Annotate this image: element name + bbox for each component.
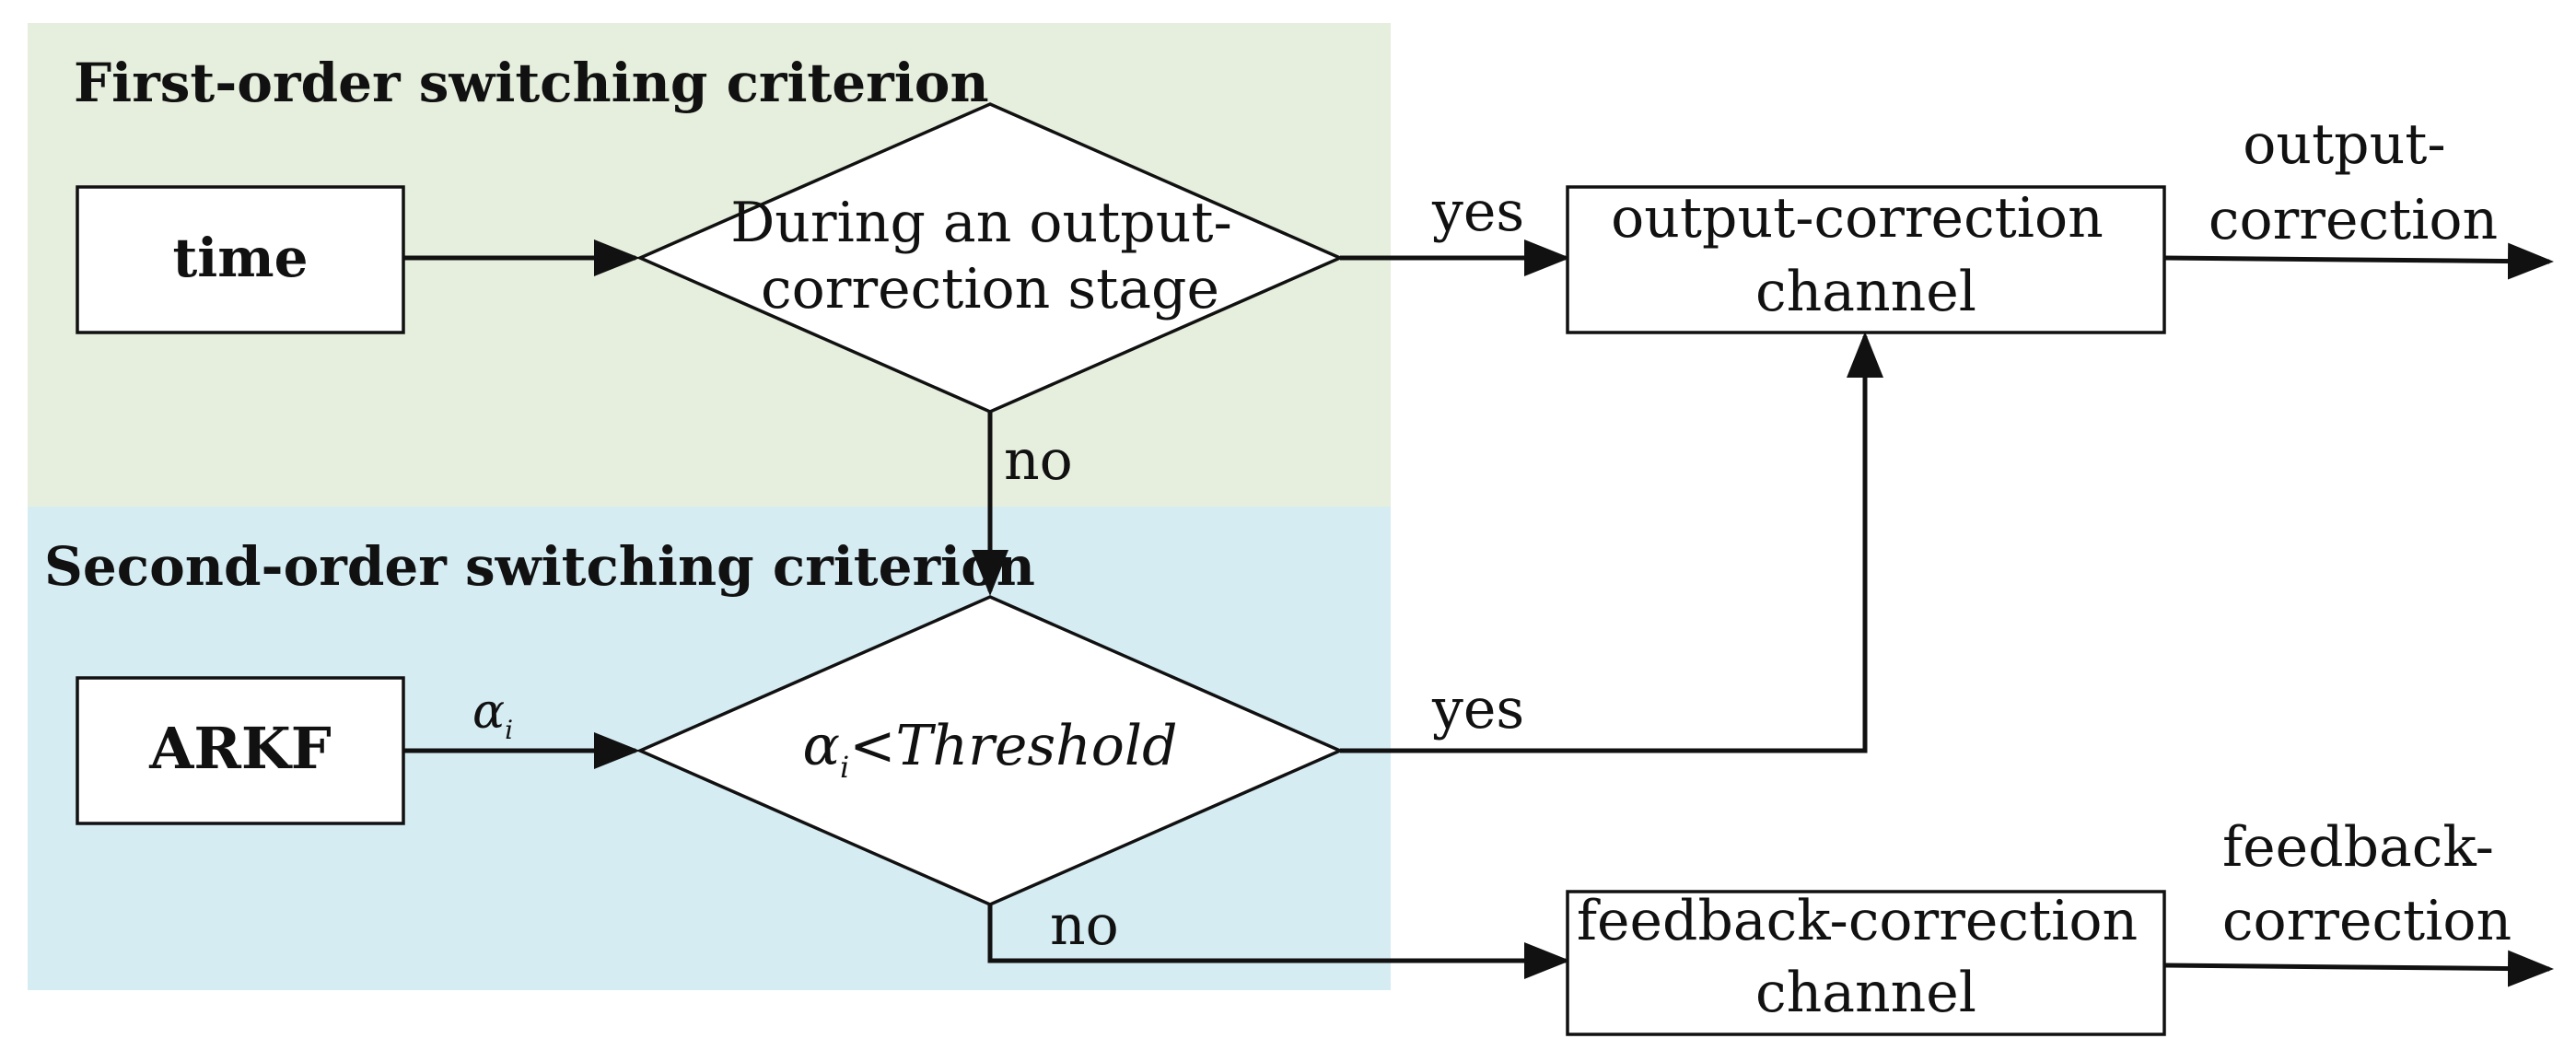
time-box <box>76 185 405 334</box>
feedback-channel-text: feedback-correction channel <box>1577 889 2155 1025</box>
output-correction-line1: output- <box>2243 112 2445 177</box>
output-channel-text: output-correction channel <box>1611 186 2121 324</box>
no2-label: no <box>1050 893 1119 958</box>
no1-label: no <box>1004 428 1073 493</box>
decision2-subscript: i <box>840 750 849 785</box>
output-channel-box <box>1566 185 2166 334</box>
second-order-title: Second-order switching criterion <box>44 535 1035 598</box>
decision1-text: During an output- correction stage <box>730 191 1250 321</box>
output-channel-line1: output-correction <box>1611 186 2104 251</box>
feedback-channel-line2: channel <box>1755 961 1976 1025</box>
alpha-edge-label: αi <box>472 684 513 745</box>
arkf-box <box>76 676 405 825</box>
alpha-edge-symbol: α <box>472 684 505 740</box>
output-channel-line2: channel <box>1755 260 1976 324</box>
yes1-label: yes <box>1431 180 1524 244</box>
decision2-alpha: α <box>802 714 840 778</box>
output-correction-line2: correction <box>2209 188 2498 252</box>
decision2-diamond <box>635 595 1345 906</box>
decision2-text: αi<Threshold <box>802 714 1177 785</box>
decision2-yes-arrow <box>1340 332 1883 753</box>
decision1-diamond <box>635 102 1345 414</box>
decision1-line2: correction stage <box>761 257 1219 321</box>
feedback-correction-label: feedback- correction <box>2222 815 2512 953</box>
output-correction-label: output- correction <box>2209 112 2498 252</box>
first-order-title: First-order switching criterion <box>74 52 989 114</box>
yes2-label: yes <box>1431 677 1524 741</box>
feedback-correction-line2: correction <box>2222 889 2512 953</box>
decision1-line1: During an output- <box>730 191 1232 255</box>
feedback-channel-line1: feedback-correction <box>1577 889 2138 953</box>
feedback-correction-line1: feedback- <box>2222 815 2494 880</box>
feedback-channel-box <box>1566 890 2166 1036</box>
decision2-threshold: <Threshold <box>849 714 1177 778</box>
output-correction-arrow <box>2163 242 2554 280</box>
alpha-edge-subscript: i <box>505 715 513 745</box>
decision2-no-arrow <box>987 904 1570 979</box>
time-label: time <box>172 227 308 289</box>
feedback-correction-arrow <box>2163 950 2554 987</box>
arkf-label: ARKF <box>148 715 332 782</box>
